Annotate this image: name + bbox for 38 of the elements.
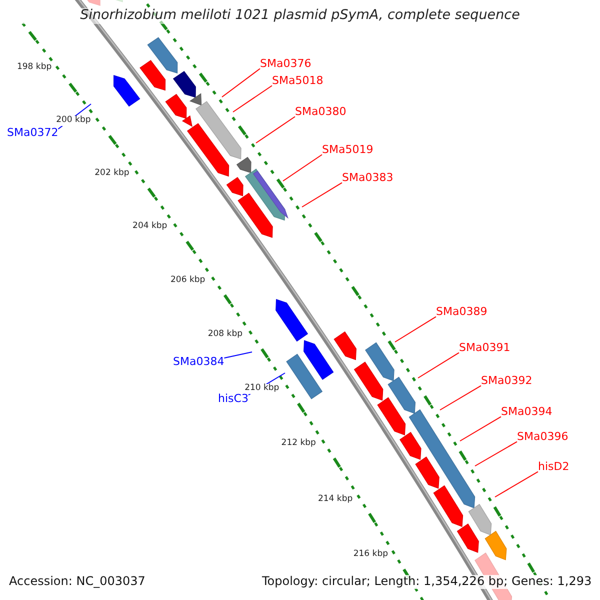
scale-label: 214 kbp [318,495,353,505]
leader-line [256,116,296,144]
gene-label: SMa5018 [272,75,324,88]
gene-label: hisD2 [538,461,570,474]
gene-label: SMa0380 [295,106,346,119]
scale-label: 202 kbp [94,169,130,179]
topology-text: Topology: circular; Length: 1,354,226 bp; Genes: 1,293 [262,575,592,589]
accession-text: Accession: NC_003037 [9,575,146,589]
gene-label: SMa0376 [260,58,312,71]
gene-label: SMa0383 [342,172,394,185]
gene-label: SMa0372 [7,127,58,140]
gene-label: SMa0389 [436,306,488,319]
leader-line [302,182,342,208]
scale-label: 200 kbp [56,116,91,126]
gene-label: SMa0392 [481,375,532,388]
scale-label: 216 kbp [353,550,388,560]
leader-line [418,352,460,378]
gene-label: hisC3 [218,393,248,406]
scale-label: 208 kbp [208,330,242,340]
leader-line [222,68,260,98]
leader-line [394,316,436,342]
leader-line [224,352,252,358]
leader-line [474,441,518,466]
gene-label: SMa0384 [173,356,224,369]
leader-line [282,154,322,182]
gene-label: SMa0391 [459,342,510,355]
leader-line [460,416,502,442]
leader-line [440,385,482,410]
scale-label: 210 kbp [244,384,280,394]
gene-label: SMa5019 [322,144,374,157]
scale-label: 204 kbp [132,222,168,232]
scale-label: 198 kbp [16,63,52,73]
leader-line [494,471,538,498]
gene-label: SMa0394 [501,406,552,419]
scale-label: 206 kbp [170,276,206,286]
scale-label: 212 kbp [281,439,316,449]
gene-label: SMa0396 [517,431,568,444]
leader-line [232,85,272,112]
